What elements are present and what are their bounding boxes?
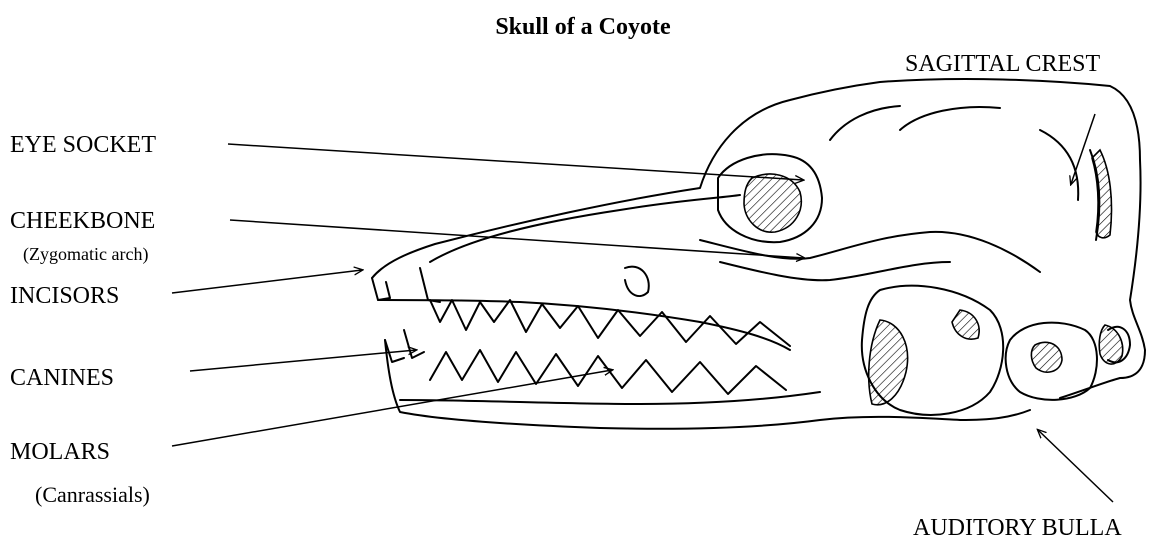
pointer-eye-socket bbox=[228, 144, 803, 180]
pointer-incisors bbox=[172, 270, 362, 293]
pointer-auditory-bulla bbox=[1038, 430, 1113, 502]
pointer-cheekbone bbox=[230, 220, 804, 258]
pointer-canines bbox=[190, 350, 416, 371]
pointer-sagittal-crest bbox=[1071, 114, 1095, 184]
pointer-molars bbox=[172, 370, 612, 446]
